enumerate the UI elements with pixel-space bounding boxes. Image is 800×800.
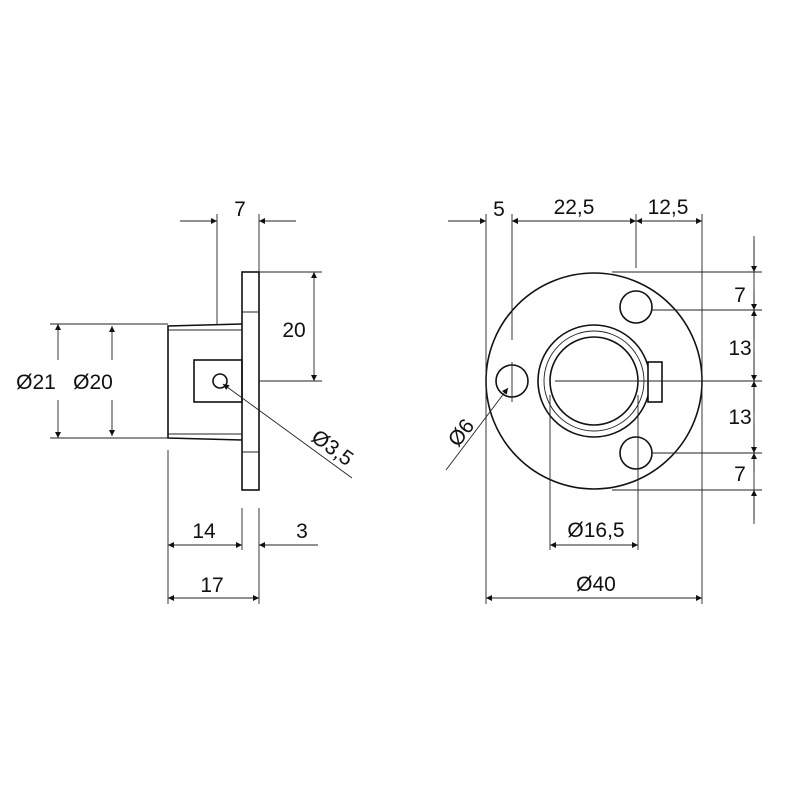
dim-side-total-len: 17 — [200, 574, 223, 597]
side-view: 7 20 Ø3,5 Ø21 Ø20 14 3 17 — [16, 198, 357, 604]
dim-front-hole-dia: Ø6 — [444, 415, 479, 451]
side-tab-hole — [212, 373, 228, 389]
front-mount-hole-top — [619, 290, 653, 324]
dim-side-outer-dia: Ø21 — [16, 371, 56, 394]
side-tube-body — [167, 323, 243, 441]
dim-front-left-offset: 5 — [493, 198, 505, 221]
side-flange-plate — [241, 271, 260, 491]
front-view: 5 22,5 12,5 7 13 13 7 Ø6 — [444, 196, 762, 604]
dim-front-lower-pitch: 13 — [728, 406, 751, 429]
dim-side-inner-dia: Ø20 — [73, 371, 113, 394]
leader-line — [222, 383, 353, 479]
dim-front-upper-pitch: 13 — [728, 337, 751, 360]
dim-front-mid-span: 22,5 — [554, 196, 595, 219]
dim-front-top-gap: 7 — [734, 284, 746, 307]
dim-side-top-width: 7 — [234, 198, 246, 221]
front-mount-hole-bottom — [619, 436, 653, 470]
dim-front-bottom-gap: 7 — [734, 463, 746, 486]
leader-line — [445, 387, 509, 471]
dim-side-flange-thk: 3 — [296, 520, 308, 543]
dim-front-right-span: 12,5 — [648, 196, 689, 219]
front-tab — [647, 361, 663, 403]
side-tab — [193, 359, 243, 403]
dim-side-height: 20 — [282, 319, 305, 342]
dim-front-flange-dia: Ø40 — [576, 573, 616, 596]
dim-front-bore-dia: Ø16,5 — [567, 519, 624, 542]
dim-side-body-len: 14 — [192, 520, 216, 543]
